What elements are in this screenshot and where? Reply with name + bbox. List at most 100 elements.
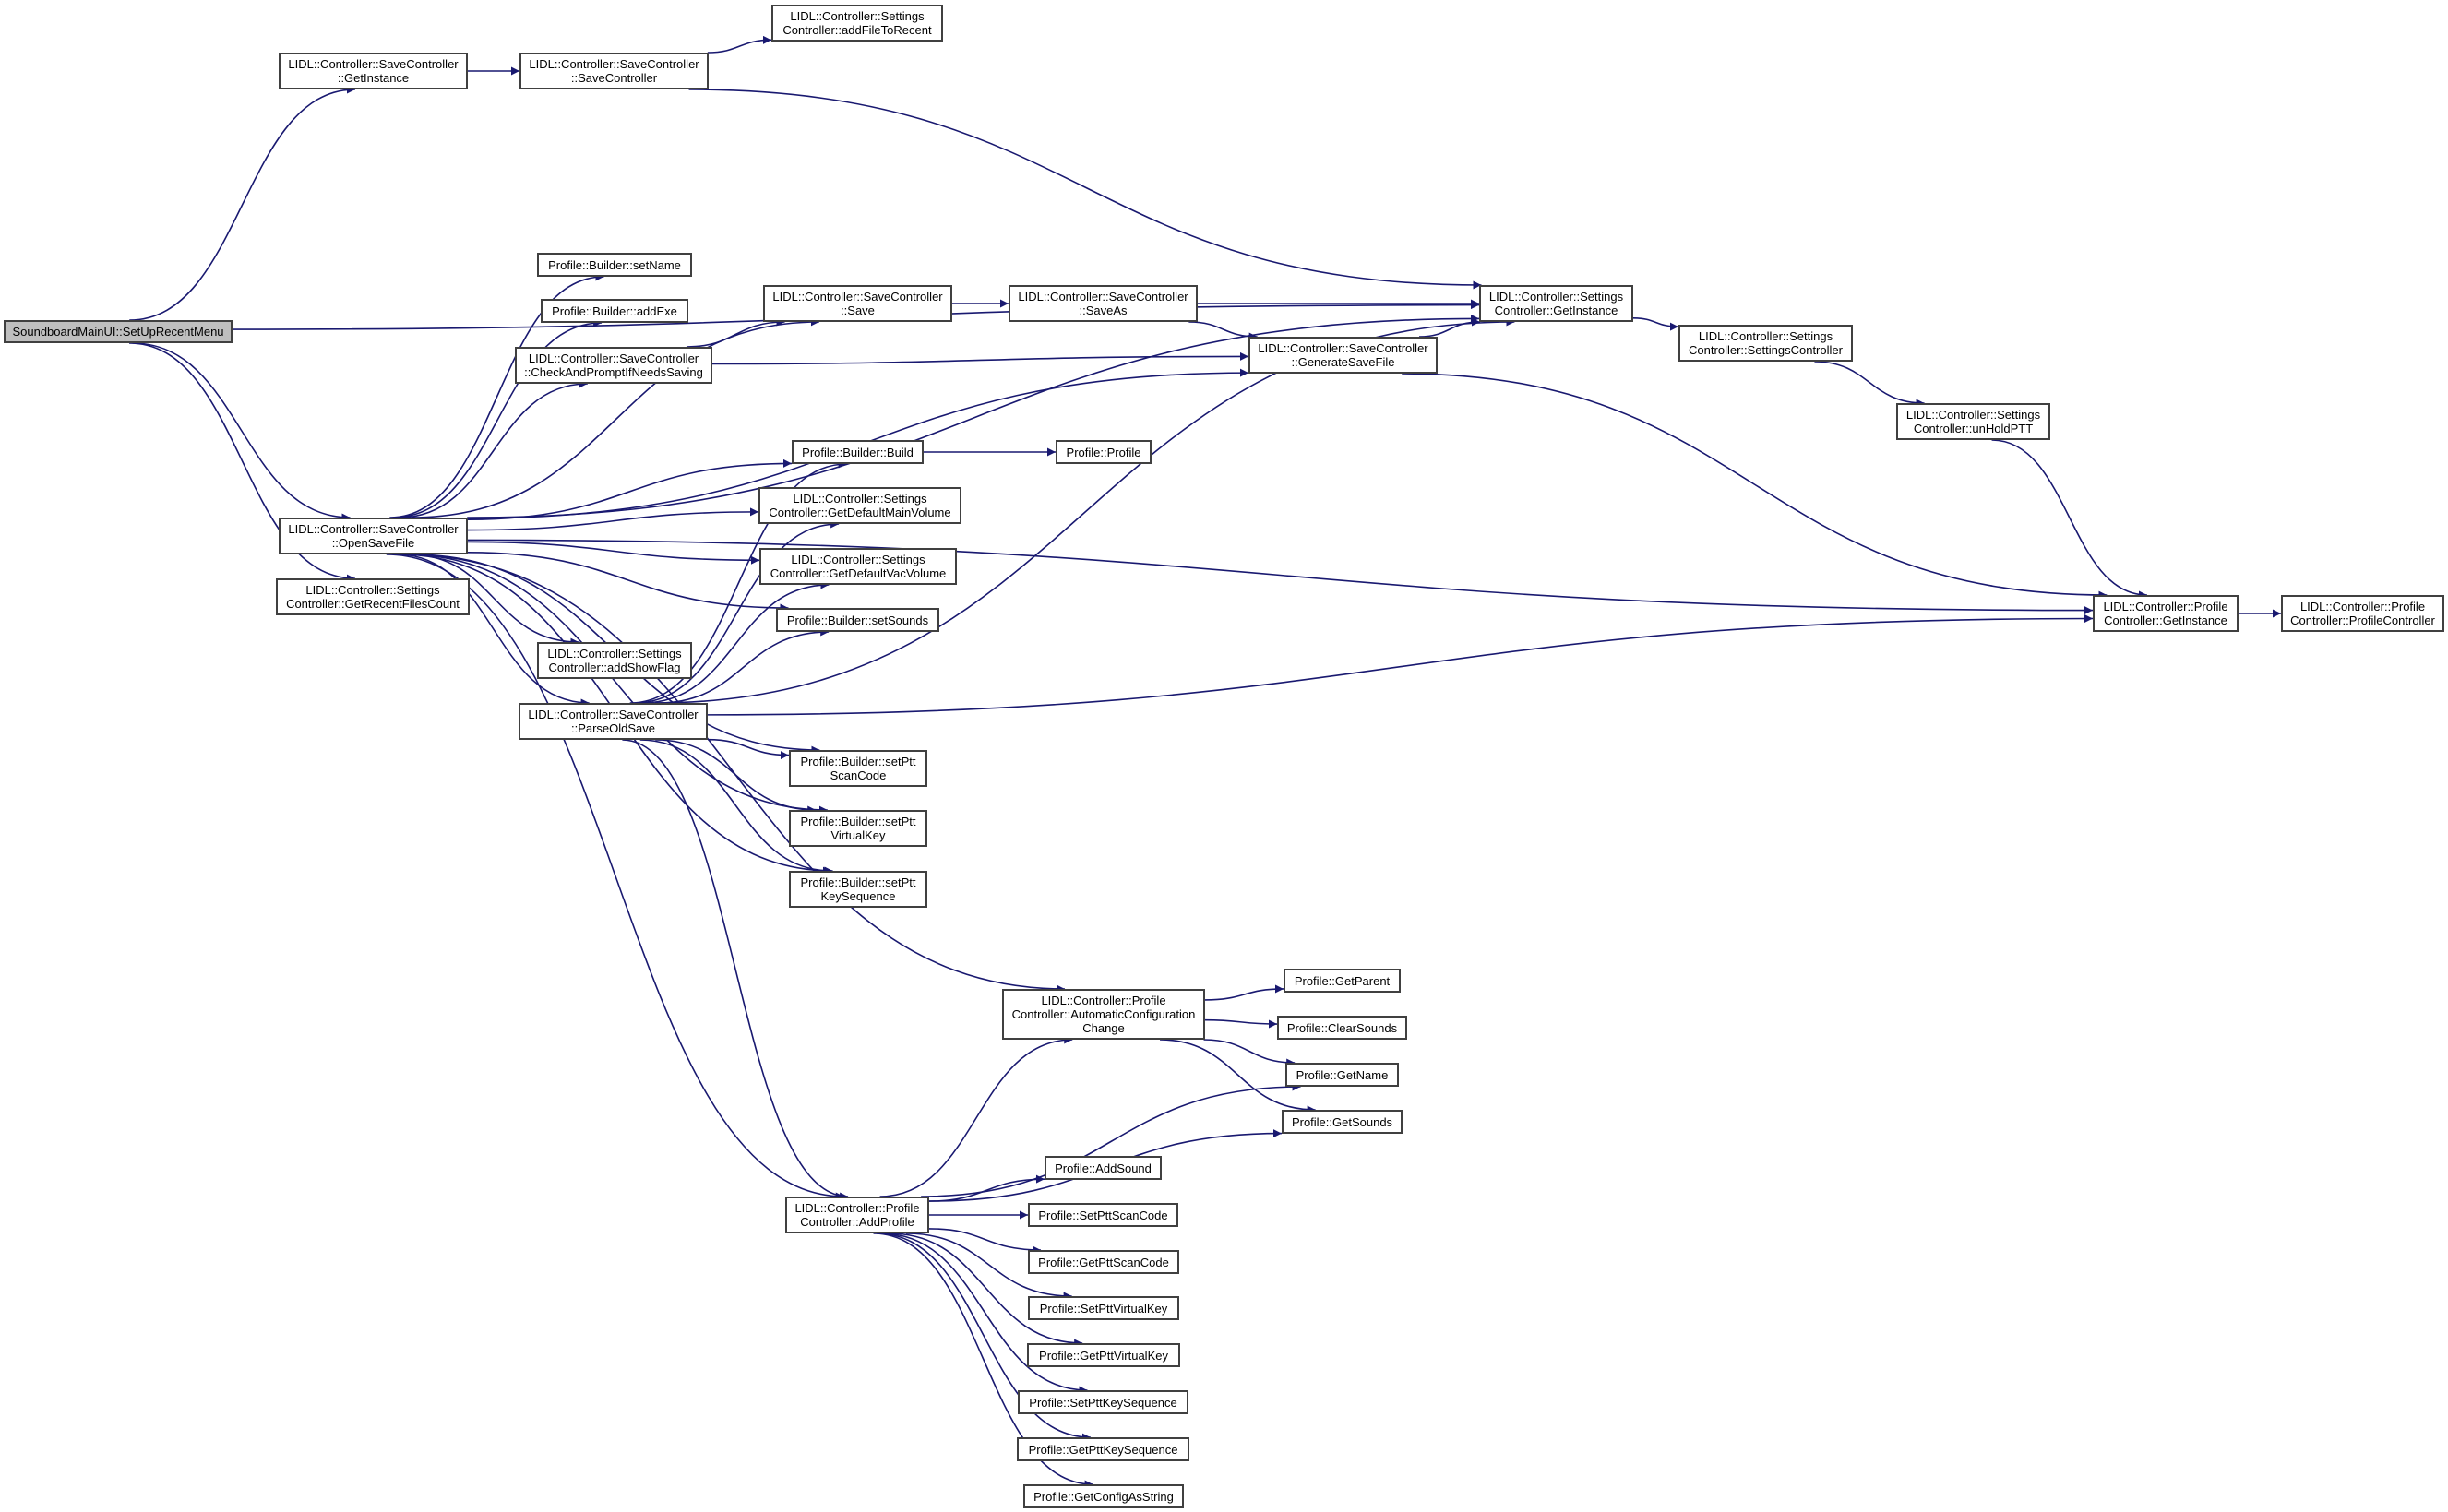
node-profile-setpttkeysequence[interactable]: Profile::SetPttKeySequence <box>1018 1390 1188 1414</box>
node-savecontroller-checkandpromptifneedssaving[interactable]: LIDL::Controller::SaveController ::Check… <box>515 347 712 384</box>
node-label: LIDL::Controller::SaveController ::Save <box>772 290 943 317</box>
node-settings-getdefaultvacvolume[interactable]: LIDL::Controller::Settings Controller::G… <box>759 548 957 585</box>
edge-sc_generate-to-pc_getinstance <box>1402 373 2108 600</box>
node-label: Profile::SetPttScanCode <box>1038 1208 1168 1222</box>
node-builder-setpttkeysequence[interactable]: Profile::Builder::setPtt KeySequence <box>789 871 927 908</box>
node-label: Profile::GetConfigAsString <box>1033 1489 1174 1504</box>
edge-sc_opensave-to-pb_addexe <box>392 318 603 518</box>
node-profile-getname[interactable]: Profile::GetName <box>1285 1063 1399 1087</box>
node-label: LIDL::Controller::Settings Controller::G… <box>770 553 947 580</box>
node-profile-getpttscancode[interactable]: Profile::GetPttScanCode <box>1028 1250 1179 1274</box>
node-label: Profile::GetParent <box>1294 973 1391 988</box>
node-builder-setsounds[interactable]: Profile::Builder::setSounds <box>776 608 939 632</box>
edge-pc_addprofile-to-p_getvirtualkey <box>890 1232 1083 1348</box>
edge-sc_checkprompt-to-sc_generate <box>711 351 1249 365</box>
edge-sc_opensave-to-set_mainvol <box>467 507 759 531</box>
node-profilecontroller-addprofile[interactable]: LIDL::Controller::Profile Controller::Ad… <box>785 1197 929 1233</box>
node-label: Profile::AddSound <box>1055 1161 1152 1175</box>
edge-sc_opensave-to-sc_checkprompt <box>399 379 588 518</box>
node-savecontroller-opensavefile[interactable]: LIDL::Controller::SaveController ::OpenS… <box>279 518 468 554</box>
node-savecontroller-getinstance[interactable]: LIDL::Controller::SaveController ::GetIn… <box>279 53 468 89</box>
node-label: LIDL::Controller::Profile Controller::Ad… <box>794 1201 920 1229</box>
node-savecontroller-saveas[interactable]: LIDL::Controller::SaveController ::SaveA… <box>1009 285 1198 322</box>
node-builder-build[interactable]: Profile::Builder::Build <box>792 440 924 464</box>
node-settings-addshowflag[interactable]: LIDL::Controller::Settings Controller::a… <box>537 642 692 679</box>
edge-pc_addprofile-to-p_getscancode <box>928 1228 1041 1255</box>
edge-pc_autoconf-to-p_clearsounds <box>1204 1018 1278 1029</box>
node-profile-getparent[interactable]: Profile::GetParent <box>1284 969 1401 993</box>
node-profile-addsound[interactable]: Profile::AddSound <box>1045 1156 1162 1180</box>
node-profile-getpttvirtualkey[interactable]: Profile::GetPttVirtualKey <box>1027 1343 1180 1367</box>
node-profile-setpttvirtualkey[interactable]: Profile::SetPttVirtualKey <box>1028 1296 1179 1320</box>
node-settings-getdefaultmainvolume[interactable]: LIDL::Controller::Settings Controller::G… <box>758 487 961 524</box>
edge-root-to-sc_opensave <box>132 342 351 522</box>
edge-sc_parseold-to-pb_scancode <box>707 738 790 760</box>
node-label: Profile::SetPttVirtualKey <box>1039 1301 1168 1316</box>
node-label: Profile::SetPttKeySequence <box>1029 1395 1177 1410</box>
node-builder-setpttvirtualkey[interactable]: Profile::Builder::setPtt VirtualKey <box>789 810 927 847</box>
node-profile-getsounds[interactable]: Profile::GetSounds <box>1282 1110 1403 1134</box>
node-settings-unholdptt[interactable]: LIDL::Controller::Settings Controller::u… <box>1896 403 2050 440</box>
node-savecontroller-generatesavefile[interactable]: LIDL::Controller::SaveController ::Gener… <box>1248 337 1438 374</box>
edge-sc_opensave-to-pc_addprofile <box>386 554 844 1201</box>
node-settings-addfiletorecent[interactable]: LIDL::Controller::Settings Controller::a… <box>771 5 943 42</box>
node-profile-clearsounds[interactable]: Profile::ClearSounds <box>1277 1016 1407 1040</box>
edge-sc_opensave-to-pb_setsounds <box>467 551 789 613</box>
node-label: Profile::Builder::setPtt KeySequence <box>800 875 916 903</box>
node-savecontroller-constructor[interactable]: LIDL::Controller::SaveController ::SaveC… <box>519 53 709 89</box>
node-label: LIDL::Controller::SaveController ::Parse… <box>528 708 699 735</box>
edge-pc_addprofile-to-pc_autoconf <box>879 1035 1073 1197</box>
edge-root-to-sc_getinstance <box>129 85 355 321</box>
node-profile-setpttscancode[interactable]: Profile::SetPttScanCode <box>1028 1203 1178 1227</box>
edge-sc_checkprompt-to-sc_save <box>686 317 785 348</box>
node-builder-addexe[interactable]: Profile::Builder::addExe <box>541 299 688 323</box>
node-label: LIDL::Controller::Settings Controller::G… <box>769 492 951 519</box>
edge-pc_addprofile-to-p_setkeyseq <box>881 1232 1088 1395</box>
node-builder-setname[interactable]: Profile::Builder::setName <box>537 253 692 277</box>
node-label: Profile::Profile <box>1066 445 1141 459</box>
node-settings-getrecentfilescount[interactable]: LIDL::Controller::Settings Controller::G… <box>276 578 470 615</box>
node-label: LIDL::Controller::SaveController ::GetIn… <box>288 57 459 85</box>
node-profilecontroller-constructor[interactable]: LIDL::Controller::Profile Controller::Pr… <box>2281 595 2444 632</box>
node-profile-getconfigasstring[interactable]: Profile::GetConfigAsString <box>1023 1484 1184 1508</box>
node-label: LIDL::Controller::Profile Controller::Ge… <box>2103 600 2228 627</box>
edge-sc_opensave-to-set_getinstance <box>467 314 1480 518</box>
node-label: Profile::Builder::setPtt VirtualKey <box>800 815 916 842</box>
edge-sc_ctor-to-set_addfiletorecent <box>707 35 772 54</box>
node-label: SoundboardMainUI::SetUpRecentMenu <box>12 325 224 339</box>
edge-sc_ctor-to-set_getinstance <box>688 89 1482 290</box>
node-label: LIDL::Controller::SaveController ::SaveA… <box>1018 290 1188 317</box>
edge-root-to-set_recentcount <box>128 342 355 583</box>
node-savecontroller-save[interactable]: LIDL::Controller::SaveController ::Save <box>763 285 952 322</box>
edge-sc_opensave-to-set_vacvol <box>467 541 760 565</box>
node-profilecontroller-getinstance[interactable]: LIDL::Controller::Profile Controller::Ge… <box>2093 595 2239 632</box>
node-builder-setpttscancode[interactable]: Profile::Builder::setPtt ScanCode <box>789 750 927 787</box>
node-settings-constructor[interactable]: LIDL::Controller::Settings Controller::S… <box>1678 325 1853 362</box>
edge-pc_addprofile-to-p_getkeyseq <box>876 1232 1091 1442</box>
edge-sc_parseold-to-pb_setsounds <box>657 627 830 704</box>
edge-sc_saveas-to-sc_generate <box>1188 321 1258 341</box>
edge-pc_addprofile-to-p_getconfig <box>873 1232 1093 1489</box>
node-label: LIDL::Controller::Settings Controller::a… <box>547 647 682 674</box>
edge-pc_addprofile-to-p_addsound <box>928 1174 1045 1202</box>
edge-sc_parseold-to-set_vacvol <box>642 580 830 704</box>
node-settings-getinstance[interactable]: LIDL::Controller::Settings Controller::G… <box>1479 285 1633 322</box>
node-profile-constructor[interactable]: Profile::Profile <box>1056 440 1152 464</box>
node-label: LIDL::Controller::Settings Controller::G… <box>1488 290 1624 317</box>
edge-pc_autoconf-to-p_getsounds <box>1160 1039 1316 1114</box>
node-label: Profile::Builder::setSounds <box>786 613 929 627</box>
node-label: LIDL::Controller::Profile Controller::Pr… <box>2290 600 2435 627</box>
node-label: LIDL::Controller::Settings Controller::G… <box>286 583 460 611</box>
edge-pc_addprofile-to-p_getname <box>921 1082 1301 1197</box>
node-profilecontroller-automaticconfigurationchange[interactable]: LIDL::Controller::Profile Controller::Au… <box>1002 989 1205 1040</box>
edge-sc_opensave-to-pb_setname <box>389 272 604 518</box>
node-label: Profile::GetPttKeySequence <box>1028 1442 1178 1457</box>
node-label: Profile::GetSounds <box>1291 1114 1393 1129</box>
node-label: LIDL::Controller::Profile Controller::Au… <box>1011 994 1196 1035</box>
edge-sc_parseold-to-pc_addprofile <box>622 739 849 1201</box>
node-profile-getpttkeysequence[interactable]: Profile::GetPttKeySequence <box>1017 1437 1189 1461</box>
node-label: Profile::Builder::addExe <box>552 304 677 318</box>
node-savecontroller-parseoldsave[interactable]: LIDL::Controller::SaveController ::Parse… <box>519 703 708 740</box>
edge-sc_opensave-to-sc_parseold <box>397 554 590 708</box>
